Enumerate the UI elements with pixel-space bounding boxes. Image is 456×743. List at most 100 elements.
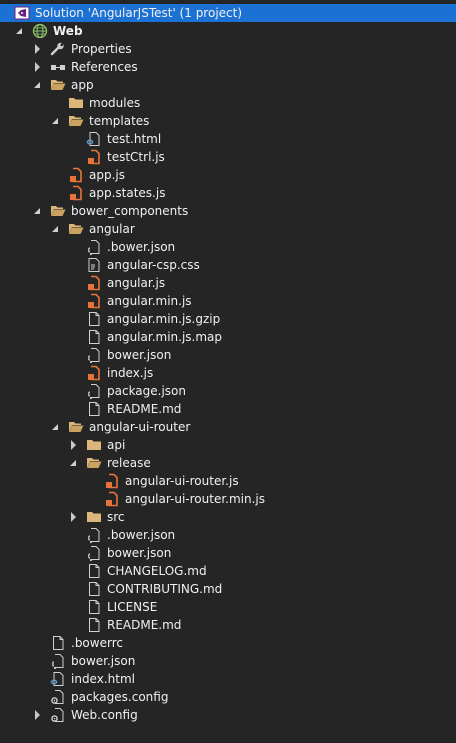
tree-node-label: README.md — [107, 618, 182, 632]
collapse-arrow-icon[interactable] — [32, 706, 44, 724]
tree-node[interactable]: README.md — [0, 616, 456, 634]
tree-node[interactable]: index.html — [0, 670, 456, 688]
tree-node-label: api — [107, 438, 126, 452]
visual-studio-solution-icon — [14, 5, 30, 21]
tree-node[interactable]: angular.min.js — [0, 292, 456, 310]
tree-node[interactable]: LICENSE — [0, 598, 456, 616]
wrench-icon — [50, 41, 66, 57]
tree-node-label: angular-ui-router.min.js — [125, 492, 266, 506]
tree-node[interactable]: References — [0, 58, 456, 76]
expand-arrow-icon[interactable] — [32, 202, 44, 220]
project-node-web[interactable]: Web — [0, 22, 456, 40]
tree-node[interactable]: bower.json — [0, 346, 456, 364]
tree-node-label: CHANGELOG.md — [107, 564, 207, 578]
expand-arrow-icon[interactable] — [68, 454, 80, 472]
tree-node-label: app.js — [89, 168, 125, 182]
tree-node-label: release — [107, 456, 151, 470]
tree-node-label: bower.json — [107, 348, 172, 362]
tree-node[interactable]: bower.json — [0, 652, 456, 670]
tree-node-label: index.js — [107, 366, 154, 380]
tree-node-label: test.html — [107, 132, 162, 146]
tree-node[interactable]: test.html — [0, 130, 456, 148]
tree-node[interactable]: angular — [0, 220, 456, 238]
tree-node-label: packages.config — [71, 690, 169, 704]
tree-node[interactable]: angular-ui-router — [0, 418, 456, 436]
tree-node[interactable]: README.md — [0, 400, 456, 418]
js-file-icon — [86, 149, 102, 165]
config-file-icon — [50, 707, 66, 723]
json-file-icon — [50, 653, 66, 669]
file-icon — [86, 401, 102, 417]
tree-node[interactable]: angular-csp.css — [0, 256, 456, 274]
tree-node[interactable]: angular-ui-router.min.js — [0, 490, 456, 508]
folder-open-icon — [50, 203, 66, 219]
tree-node-label: templates — [89, 114, 150, 128]
js-file-icon — [86, 293, 102, 309]
tree-node-label: bower.json — [71, 654, 136, 668]
js-file-icon — [86, 365, 102, 381]
expand-arrow-icon[interactable] — [50, 418, 62, 436]
tree-node[interactable]: angular-ui-router.js — [0, 472, 456, 490]
file-icon — [86, 581, 102, 597]
tree-node-label: angular-ui-router — [89, 420, 191, 434]
tree-node[interactable]: Properties — [0, 40, 456, 58]
tree-node-label: angular-ui-router.js — [125, 474, 239, 488]
json-file-icon — [86, 383, 102, 399]
tree-node[interactable]: testCtrl.js — [0, 148, 456, 166]
js-file-icon — [104, 491, 120, 507]
tree-node-label: modules — [89, 96, 141, 110]
file-icon — [86, 329, 102, 345]
tree-node[interactable]: packages.config — [0, 688, 456, 706]
tree-node[interactable]: .bower.json — [0, 526, 456, 544]
tree-node[interactable]: package.json — [0, 382, 456, 400]
tree-node[interactable]: bower_components — [0, 202, 456, 220]
tree-node-label: CONTRIBUTING.md — [107, 582, 223, 596]
config-file-icon — [50, 689, 66, 705]
css-file-icon — [86, 257, 102, 273]
tree-node-label: angular.min.js — [107, 294, 192, 308]
tree-node[interactable]: bower.json — [0, 544, 456, 562]
tree-node[interactable]: .bowerrc — [0, 634, 456, 652]
html-file-icon — [50, 671, 66, 687]
tree-node[interactable]: CHANGELOG.md — [0, 562, 456, 580]
js-file-icon — [104, 473, 120, 489]
collapse-arrow-icon[interactable] — [68, 436, 80, 454]
expand-arrow-icon[interactable] — [50, 112, 62, 130]
tree-node[interactable]: app.js — [0, 166, 456, 184]
tree-node-label: angular — [89, 222, 135, 236]
tree-node[interactable]: release — [0, 454, 456, 472]
file-icon — [86, 563, 102, 579]
expand-arrow-icon[interactable] — [32, 76, 44, 94]
tree-node-label: bower_components — [71, 204, 189, 218]
tree-node-label: README.md — [107, 402, 182, 416]
tree-node-label: LICENSE — [107, 600, 158, 614]
collapse-arrow-icon[interactable] — [32, 40, 44, 58]
js-file-icon — [68, 185, 84, 201]
tree-node[interactable]: src — [0, 508, 456, 526]
tree-node[interactable]: app — [0, 76, 456, 94]
tree-node[interactable]: app.states.js — [0, 184, 456, 202]
tree-node[interactable]: templates — [0, 112, 456, 130]
tree-node[interactable]: modules — [0, 94, 456, 112]
tree-node-label: angular.js — [107, 276, 166, 290]
js-file-icon — [86, 275, 102, 291]
tree-node[interactable]: angular.js — [0, 274, 456, 292]
tree-node[interactable]: .bower.json — [0, 238, 456, 256]
collapse-arrow-icon[interactable] — [68, 508, 80, 526]
tree-node[interactable]: index.js — [0, 364, 456, 382]
folder-open-icon — [50, 77, 66, 93]
expand-arrow-icon[interactable] — [14, 22, 26, 40]
solution-node[interactable]: Solution 'AngularJSTest' (1 project) — [0, 4, 456, 22]
json-file-icon — [86, 239, 102, 255]
folder-open-icon — [68, 221, 84, 237]
file-icon — [86, 311, 102, 327]
tree-node[interactable]: angular.min.js.gzip — [0, 310, 456, 328]
collapse-arrow-icon[interactable] — [32, 58, 44, 76]
expand-arrow-icon[interactable] — [50, 220, 62, 238]
tree-node[interactable]: angular.min.js.map — [0, 328, 456, 346]
tree-node[interactable]: CONTRIBUTING.md — [0, 580, 456, 598]
tree-node[interactable]: Web.config — [0, 706, 456, 724]
tree-node[interactable]: api — [0, 436, 456, 454]
js-file-icon — [68, 167, 84, 183]
tree-node-label: .bower.json — [107, 528, 176, 542]
